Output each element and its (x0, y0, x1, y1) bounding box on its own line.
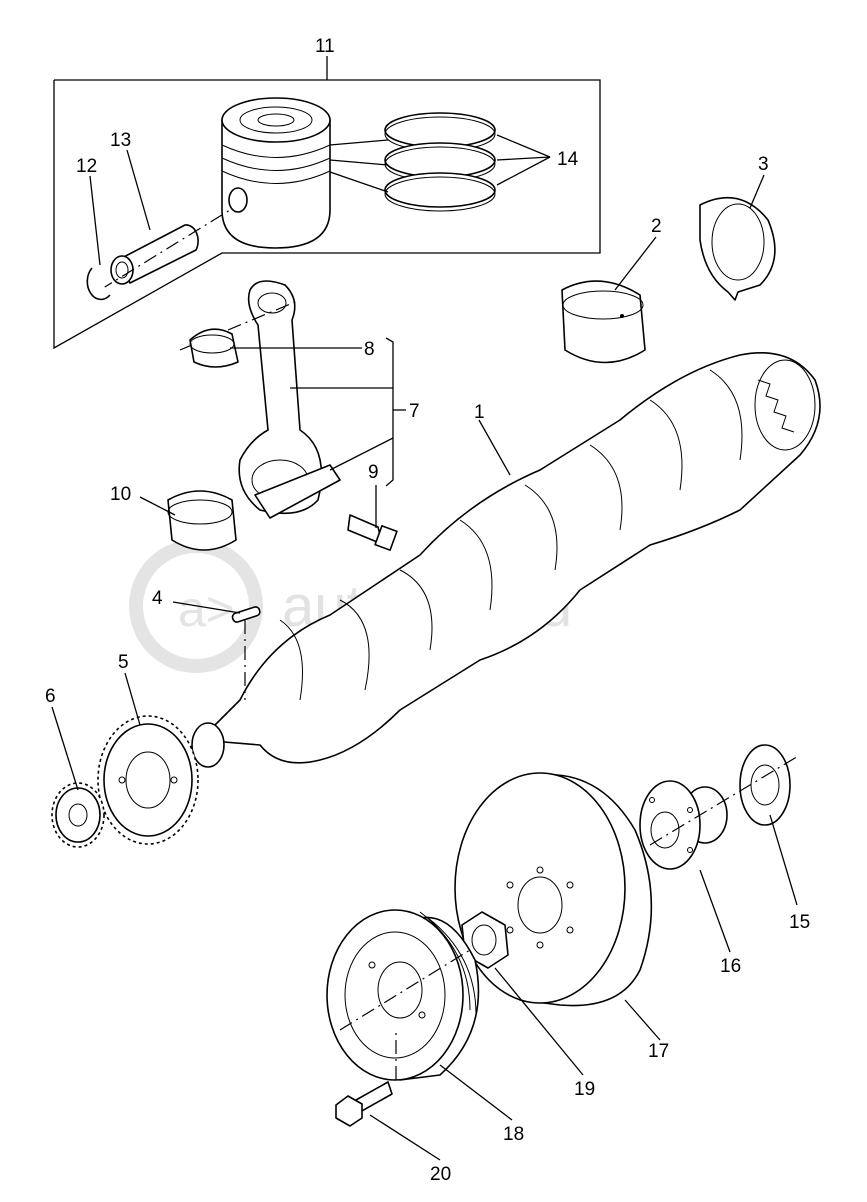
callout-11: 11 (315, 36, 335, 57)
watermark-logo-glyph: a> (178, 581, 235, 637)
crank-gear (97, 715, 199, 845)
piston (221, 97, 331, 249)
crank-pulley (326, 909, 480, 1081)
callout-12: 12 (76, 156, 97, 177)
callout-7: 7 (409, 401, 420, 422)
callout-1: 1 (474, 402, 485, 423)
callout-labels: 1 2 3 4 5 6 7 8 9 10 11 12 13 14 15 16 1… (45, 36, 810, 1185)
callout-8: 8 (364, 339, 375, 360)
vibration-damper (454, 772, 653, 1007)
callout-13: 13 (110, 130, 131, 151)
callout-18: 18 (503, 1124, 524, 1145)
piston-rings (329, 112, 551, 212)
callout-14: 14 (557, 149, 579, 170)
pulley-bolt (335, 1030, 397, 1127)
callout-16: 16 (720, 956, 741, 977)
piston-pin (99, 209, 231, 291)
thrust-washer (699, 197, 776, 301)
conrod-bearing (167, 490, 237, 551)
leader-lines (51, 149, 798, 1161)
callout-20: 20 (430, 1164, 451, 1185)
small-end-bushing (189, 328, 239, 368)
callout-9: 9 (368, 462, 379, 483)
crank-hub (639, 780, 728, 870)
conrod-bolt (347, 514, 398, 551)
callout-3: 3 (758, 154, 769, 175)
callout-5: 5 (118, 652, 129, 673)
callout-6: 6 (45, 686, 56, 707)
callout-2: 2 (651, 216, 662, 237)
thrust-plate-washer (739, 744, 791, 826)
pinion-gear (51, 782, 105, 848)
callout-15: 15 (789, 912, 810, 933)
piston-kit-frame (53, 56, 601, 350)
main-bearing (561, 280, 646, 364)
callout-4: 4 (152, 588, 163, 609)
crankshaft (191, 352, 821, 768)
callout-19: 19 (574, 1079, 595, 1100)
connecting-rod (179, 280, 341, 519)
circlip (86, 267, 111, 301)
callout-10: 10 (110, 484, 131, 505)
callout-17: 17 (648, 1041, 669, 1062)
woodruff-key (231, 606, 261, 700)
